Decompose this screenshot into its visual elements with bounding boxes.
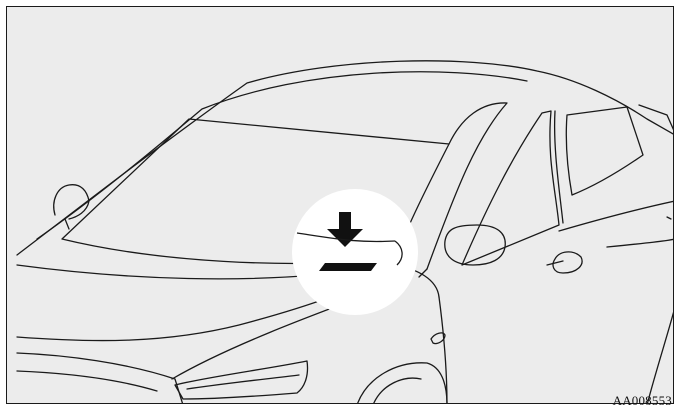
callout-circle	[293, 190, 417, 314]
hood-release-callout	[293, 190, 417, 314]
figure-frame	[6, 6, 674, 404]
figure-code: AA008553	[613, 393, 672, 409]
hood-release-marker	[319, 263, 377, 271]
car-line-drawing	[7, 7, 674, 404]
